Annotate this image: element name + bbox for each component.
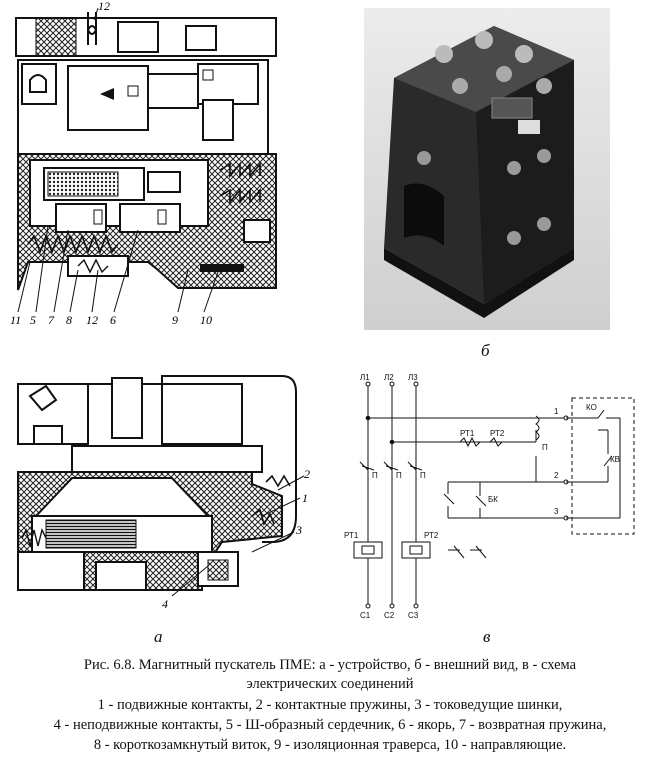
label-num-9: 9 xyxy=(172,313,178,327)
phase-label-1: Л1 xyxy=(360,373,370,382)
label-ko: КО xyxy=(586,403,597,412)
caption-line-2: электрических соединений xyxy=(246,676,414,692)
caption-line-4: 4 - неподвижные контакты, 5 - Ш-образный… xyxy=(53,717,607,733)
label-num-6: 6 xyxy=(110,313,116,327)
node-label-2: 2 xyxy=(554,471,559,480)
phase-label-3: Л3 xyxy=(408,373,418,382)
relay-label-rt1-coil: РТ1 xyxy=(460,429,475,438)
contact-label-p1: П xyxy=(372,471,378,480)
label-num-12: 12 xyxy=(86,313,98,327)
relay-label-rt2-coil: РТ2 xyxy=(490,429,505,438)
output-label-1: С1 xyxy=(360,611,371,620)
label-num-2: 2 xyxy=(304,467,310,481)
label-num-12-top: 12 xyxy=(98,0,110,13)
caption-line-5: 8 - короткозамкнутый виток, 9 - изоляцио… xyxy=(93,737,567,753)
output-label-2: С2 xyxy=(384,611,395,620)
phase-label-2: Л2 xyxy=(384,373,394,382)
panel-label-b: б xyxy=(481,341,490,360)
label-num-10: 10 xyxy=(200,313,212,327)
relay-label-rt1-box: РТ1 xyxy=(344,531,359,540)
label-kv: КВ xyxy=(610,455,620,464)
label-num-1: 1 xyxy=(302,491,308,505)
label-num-7: 7 xyxy=(48,313,55,327)
node-label-1: 1 xyxy=(554,407,559,416)
label-bk: БК xyxy=(488,495,498,504)
label-num-8: 8 xyxy=(66,313,72,327)
contact-label-p4: П xyxy=(542,443,548,452)
schematic-electrical-connections: Л1 Л2 Л3 С1 С2 С3 РТ1 РТ2 РТ1 РТ2 П П П … xyxy=(344,373,635,620)
label-num-4: 4 xyxy=(162,597,168,611)
panel-label-a: а xyxy=(154,627,163,646)
caption-line-3: 1 - подвижные контакты, 2 - контактные п… xyxy=(97,697,563,713)
drawing-device-section-bottom: 2 1 3 4 xyxy=(17,375,310,611)
node-label-3: 3 xyxy=(554,507,559,516)
contact-label-p2: П xyxy=(396,471,402,480)
photo-starter-external-view xyxy=(364,8,610,330)
label-num-11: 11 xyxy=(10,313,21,327)
label-num-3: 3 xyxy=(295,523,302,537)
label-num-5: 5 xyxy=(30,313,36,327)
output-label-3: С3 xyxy=(408,611,419,620)
caption-line-1: Рис. 6.8. Магнитный пускатель ПМЕ: а - у… xyxy=(83,657,577,673)
panel-label-v: в xyxy=(483,627,491,646)
relay-label-rt2-box: РТ2 xyxy=(424,531,439,540)
drawing-device-section-top: 12 11 5 7 8 12 6 9 10 xyxy=(10,0,277,327)
contact-label-p3: П xyxy=(420,471,426,480)
